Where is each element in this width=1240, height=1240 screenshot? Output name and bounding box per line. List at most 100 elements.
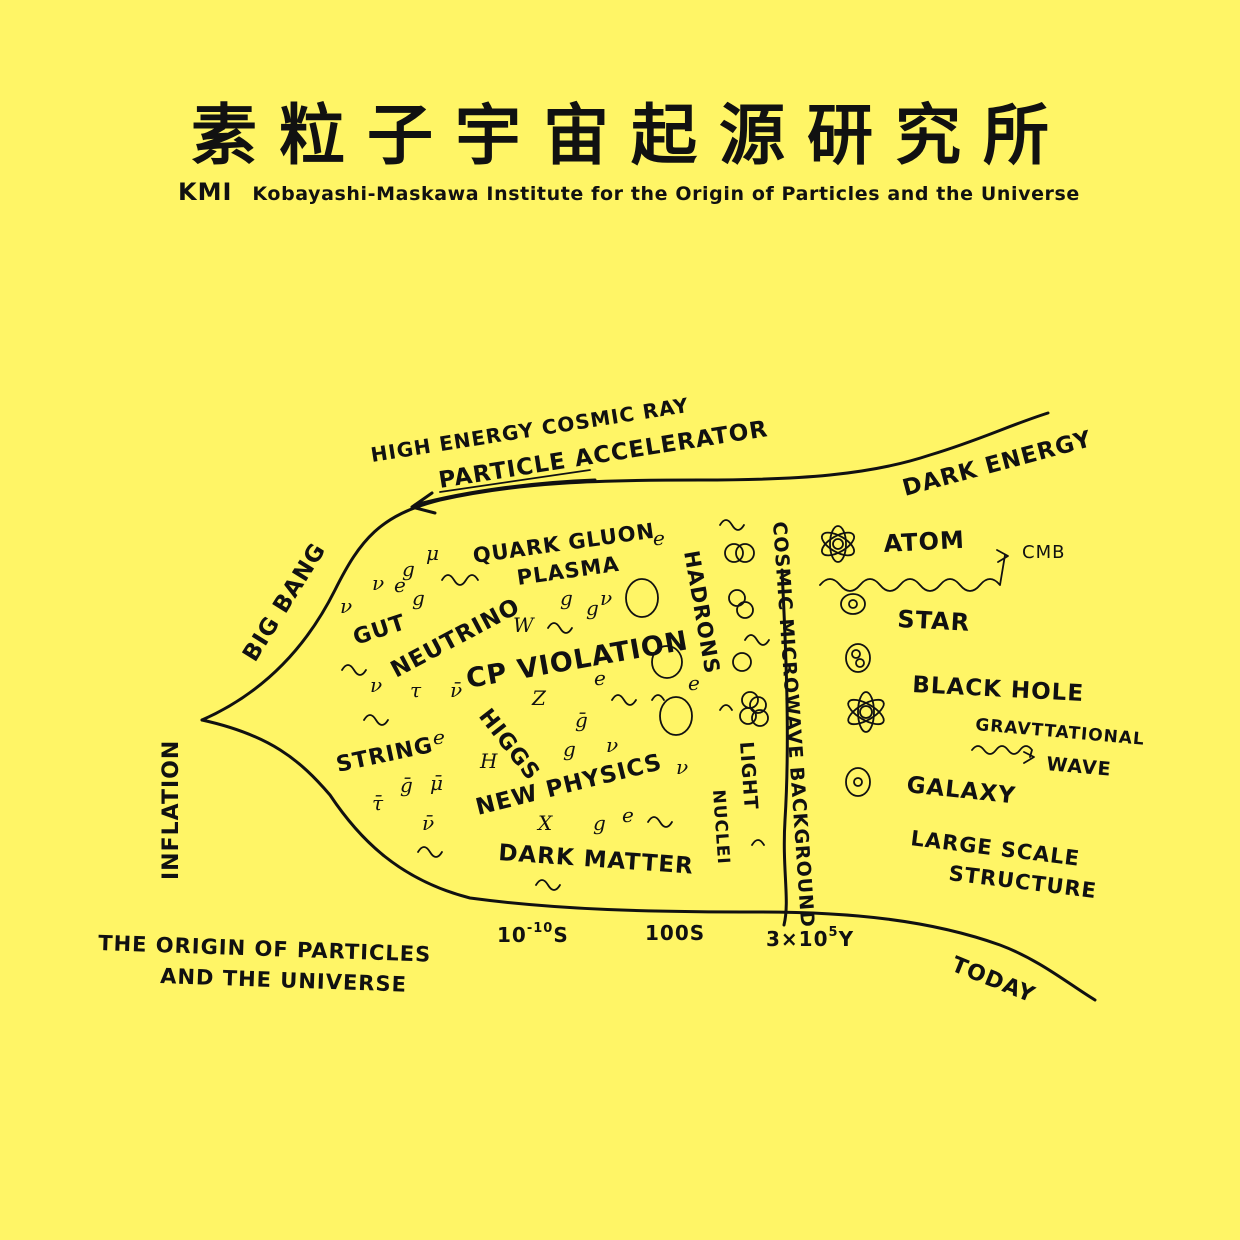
- symbol-taubar: τ̄: [372, 791, 384, 815]
- label-galaxy: GALAXY: [905, 772, 1017, 809]
- astro-objects: [819, 525, 1035, 797]
- symbol-g: g: [402, 557, 415, 581]
- hadron-circle: [625, 578, 659, 618]
- wiggle: [744, 634, 770, 646]
- symbol-z: Z: [531, 686, 547, 710]
- nucleon: [739, 707, 757, 725]
- institute-full-name: Kobayashi-Maskawa Institute for the Orig…: [252, 183, 1080, 205]
- wiggle: [535, 879, 561, 891]
- symbol-w: W: [513, 613, 535, 637]
- label-origin-line2: AND THE UNIVERSE: [160, 964, 407, 997]
- symbol-e: e: [394, 573, 406, 597]
- symbol-mubar: μ̄: [430, 771, 443, 795]
- wiggle: [417, 846, 443, 858]
- label-big-bang: BIG BANG: [238, 538, 331, 666]
- label-cosmic-microwave-background: COSMIC MICROWAVE BACKGROUND: [768, 521, 818, 929]
- wiggle: [341, 664, 367, 676]
- hadron-circle: [651, 645, 683, 679]
- label-light: LIGHT: [735, 741, 762, 811]
- wiggle: [363, 714, 389, 726]
- universe-lower-boundary: [200, 718, 1097, 1002]
- gluon-wiggles: [341, 519, 770, 891]
- symbol-nu: ν: [600, 586, 612, 610]
- label-large-scale: LARGE SCALE: [909, 826, 1081, 871]
- label-nuclei: NUCLEI: [708, 789, 733, 865]
- institute-abbreviation: KMI: [178, 178, 233, 206]
- particle-symbols: ν e g μ g ν e g g ν W ν τ ν̄ e Z ḡ e e H…: [340, 526, 700, 835]
- symbol-gbar: ḡ: [400, 773, 413, 797]
- light-nuclei-particles: [724, 543, 769, 727]
- wiggle: [751, 839, 765, 846]
- label-cmb: CMB: [1022, 542, 1065, 563]
- label-dark-matter: DARK MATTER: [498, 840, 695, 880]
- accelerator-arrowhead: [410, 491, 437, 515]
- label-origin-line1: THE ORIGIN OF PARTICLES: [98, 931, 432, 967]
- symbol-g: g: [560, 586, 573, 610]
- black-hole-icon: [845, 643, 871, 673]
- large-structure-icon: [845, 767, 871, 797]
- symbol-e: e: [433, 725, 445, 749]
- nucleon: [736, 601, 754, 619]
- wiggle: [719, 704, 733, 711]
- gravitational-wave: [971, 745, 1033, 758]
- atom-icon: [821, 525, 855, 563]
- star-icon: [840, 593, 866, 615]
- symbol-mu: μ: [426, 541, 439, 565]
- nucleon: [735, 543, 755, 563]
- label-atom: ATOM: [883, 526, 966, 558]
- accelerator-underline: [439, 469, 591, 493]
- cmb-arrowhead: [996, 549, 1009, 563]
- symbol-nu: ν: [340, 594, 352, 618]
- hadron-circles: [625, 578, 693, 736]
- symbol-nubar: ν̄: [450, 678, 462, 702]
- label-hadrons: HADRONS: [679, 549, 724, 676]
- label-inflation: INFLATION: [159, 740, 184, 880]
- symbol-nu: ν: [606, 733, 618, 757]
- label-today: TODAY: [948, 952, 1039, 1008]
- symbol-e: e: [688, 671, 700, 695]
- timeline-10-minus-10-seconds: 10-10S: [497, 921, 569, 947]
- symbol-g: g: [586, 596, 599, 620]
- cmb-vertical-line: [780, 568, 789, 927]
- timeline-100-seconds: 100S: [645, 921, 705, 945]
- label-cp-violation: CP VIOLATION: [464, 625, 691, 695]
- nucleon: [728, 589, 746, 607]
- symbol-nubar: ν̄: [422, 811, 434, 835]
- label-black-hole: BLACK HOLE: [912, 672, 1085, 707]
- label-gravitational: GRAVTTATIONAL: [975, 715, 1146, 750]
- symbol-e: e: [653, 526, 665, 550]
- universe-upper-boundary: [200, 411, 1050, 722]
- accelerator-arrow: [413, 478, 597, 507]
- nucleon: [732, 652, 752, 672]
- wiggle: [651, 694, 665, 701]
- timeline-3e5-years: 3×105Y: [766, 925, 854, 951]
- symbol-x: X: [536, 811, 553, 835]
- label-gut: GUT: [350, 610, 409, 650]
- symbol-gbar: ḡ: [575, 708, 588, 732]
- hadron-circle: [659, 696, 693, 736]
- label-dark-energy: DARK ENERGY: [900, 426, 1095, 502]
- cmb-wave: [819, 554, 1006, 592]
- symbol-g: g: [593, 811, 606, 835]
- wiggle: [647, 816, 673, 828]
- nucleon: [724, 543, 744, 563]
- wiggle: [719, 519, 745, 531]
- symbol-e: e: [594, 666, 606, 690]
- symbol-e: e: [622, 803, 634, 827]
- wiggle: [441, 574, 479, 586]
- wiggle: [611, 694, 637, 706]
- symbol-tau: τ: [410, 678, 422, 702]
- wiggle: [547, 622, 573, 634]
- nucleon: [751, 709, 769, 727]
- gravitational-wave-arrowhead: [1023, 751, 1035, 764]
- label-wave: WAVE: [1046, 753, 1113, 781]
- symbol-nu: ν: [372, 571, 384, 595]
- label-string: STRING: [334, 733, 435, 778]
- symbol-nu: ν: [676, 755, 688, 779]
- symbol-nu: ν: [370, 673, 382, 697]
- nucleon: [749, 696, 767, 714]
- label-star: STAR: [897, 605, 971, 637]
- label-higgs: HIGGS: [473, 704, 544, 785]
- symbol-h: H: [479, 749, 498, 773]
